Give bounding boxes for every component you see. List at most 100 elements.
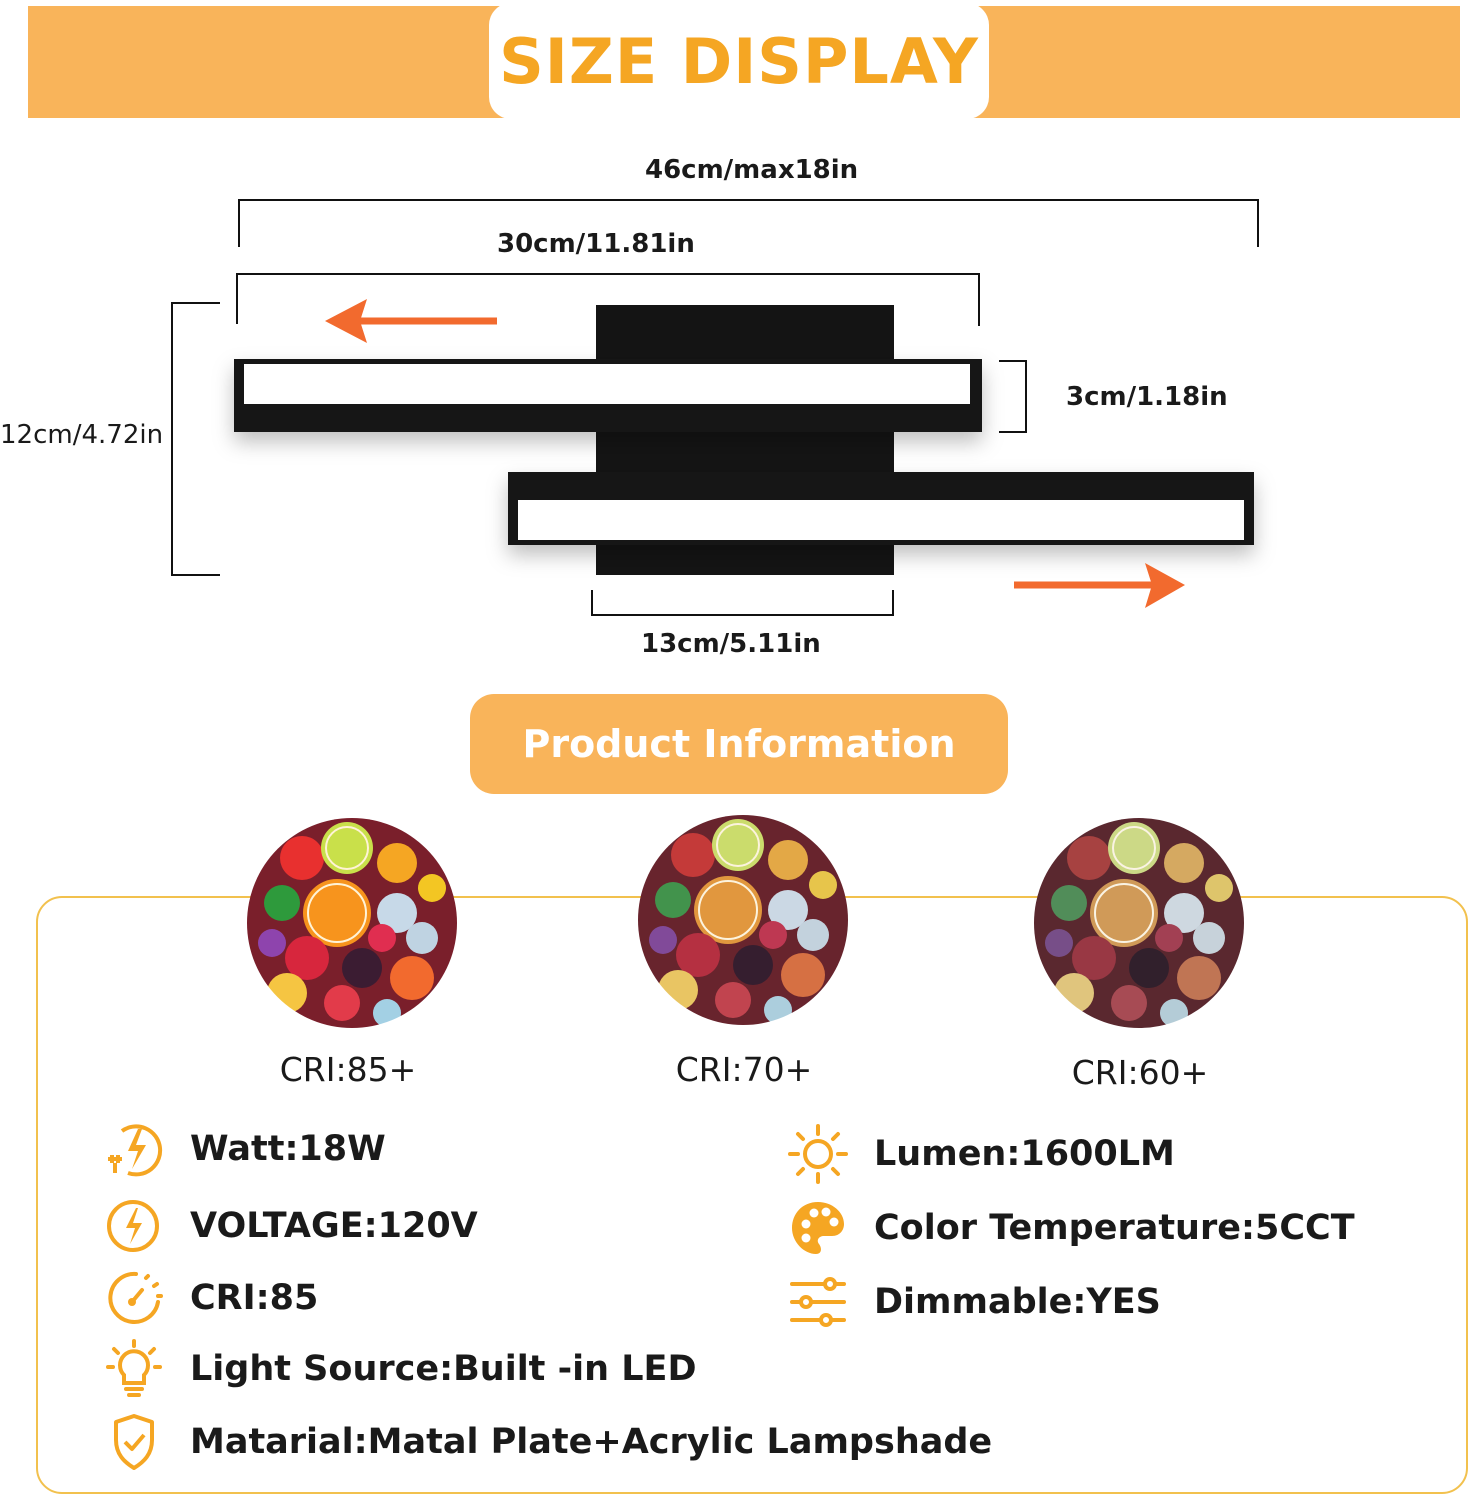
fruit-piece	[655, 882, 691, 918]
lightbulb-icon	[102, 1337, 166, 1401]
bar-width-label: 30cm/11.81in	[497, 229, 695, 259]
fruit-piece	[694, 876, 762, 944]
header-title-pill: SIZE DISPLAY	[489, 3, 989, 119]
fruit-piece	[406, 922, 438, 954]
fruit-piece	[1155, 924, 1183, 952]
fruit-piece	[715, 982, 751, 1018]
fruit-piece	[768, 840, 808, 880]
cri-sample-label: CRI:85+	[279, 1050, 417, 1089]
fruit-piece	[418, 874, 446, 902]
sun-icon	[786, 1122, 850, 1186]
cri-sample-image	[1034, 818, 1244, 1028]
spec-item-dimmable: Dimmable:YES	[786, 1270, 1161, 1334]
spec-text: Color Temperature:5CCT	[874, 1208, 1355, 1248]
fruit-piece	[759, 921, 787, 949]
citrus-ring	[698, 880, 758, 940]
fruit-piece	[285, 936, 329, 980]
fruit-piece	[280, 836, 324, 880]
fruit-collage	[1034, 818, 1244, 1028]
fruit-piece	[1205, 874, 1233, 902]
cri-sample-label: CRI:70+	[675, 1050, 813, 1089]
spec-text: Dimmable:YES	[874, 1282, 1161, 1322]
fruit-piece	[712, 819, 764, 871]
fruit-piece	[258, 929, 286, 957]
citrus-ring	[307, 883, 367, 943]
size-diagram: 46cm/max18in 30cm/11.81in 3cm/1.18in 12c…	[0, 150, 1474, 670]
fruit-piece	[264, 885, 300, 921]
citrus-ring	[716, 823, 760, 867]
fruit-piece	[342, 948, 382, 988]
spec-item-light-source: Light Source:Built -in LED	[102, 1337, 697, 1401]
spec-item-voltage: VOLTAGE:120V	[102, 1194, 478, 1258]
top-light-bar	[234, 359, 982, 432]
fruit-piece	[1045, 929, 1073, 957]
fruit-piece	[733, 945, 773, 985]
shield-check-icon	[102, 1410, 166, 1474]
fruit-piece	[768, 890, 808, 930]
fruit-piece	[1108, 822, 1160, 874]
total-width-label: 46cm/max18in	[645, 155, 859, 185]
cri-sample-label: CRI:60+	[1071, 1053, 1209, 1092]
dimension-lines	[171, 199, 1259, 616]
fruit-piece	[764, 996, 792, 1024]
fruit-piece	[1051, 885, 1087, 921]
fruit-piece	[303, 879, 371, 947]
citrus-ring	[1094, 883, 1154, 943]
base-width-label: 13cm/5.11in	[641, 629, 821, 659]
fruit-piece	[1164, 843, 1204, 883]
fruit-collage	[247, 818, 457, 1028]
fruit-piece	[324, 985, 360, 1021]
spec-text: Lumen:1600LM	[874, 1134, 1175, 1174]
citrus-ring	[1112, 826, 1156, 870]
fruit-piece	[1067, 836, 1111, 880]
citrus-ring	[325, 826, 369, 870]
fruit-piece	[1111, 985, 1147, 1021]
spec-item-cri: CRI:85	[102, 1266, 318, 1330]
product-info-pill: Product Information	[470, 694, 1008, 794]
product-info-title: Product Information	[522, 722, 956, 766]
fruit-piece	[649, 926, 677, 954]
spec-text: Matarial:Matal Plate+Acrylic Lampshade	[190, 1422, 993, 1462]
cri-sample-image	[638, 815, 848, 1025]
fruit-piece	[676, 933, 720, 977]
fruit-collage	[638, 815, 848, 1025]
fruit-piece	[658, 970, 698, 1010]
fruit-piece	[267, 973, 307, 1013]
bottom-light-bar	[508, 472, 1254, 545]
fruit-piece	[1054, 973, 1094, 1013]
fruit-piece	[797, 919, 829, 951]
fruit-piece	[377, 893, 417, 933]
fruit-piece	[373, 999, 401, 1027]
total-height-label: 12cm/4.72in	[0, 420, 164, 450]
fruit-piece	[1177, 956, 1221, 1000]
arrow-left-icon	[325, 299, 497, 343]
fruit-piece	[377, 843, 417, 883]
spec-item-lumen: Lumen:1600LM	[786, 1122, 1175, 1186]
fruit-piece	[809, 871, 837, 899]
fruit-piece	[1160, 999, 1188, 1027]
plug-bolt-icon	[102, 1117, 166, 1181]
fruit-piece	[1090, 879, 1158, 947]
spec-item-watt: Watt:18W	[102, 1117, 386, 1181]
spec-text: VOLTAGE:120V	[190, 1206, 478, 1246]
arrow-right-icon	[1014, 563, 1185, 608]
fruit-piece	[1164, 893, 1204, 933]
fruit-piece	[321, 822, 373, 874]
spec-item-material: Matarial:Matal Plate+Acrylic Lampshade	[102, 1410, 992, 1474]
cri-sample-image	[247, 818, 457, 1028]
voltage-bolt-icon	[102, 1194, 166, 1258]
spec-item-color-temperature: Color Temperature:5CCT	[786, 1196, 1355, 1260]
page-title: SIZE DISPLAY	[499, 24, 979, 98]
fruit-piece	[1129, 948, 1169, 988]
fruit-piece	[671, 833, 715, 877]
gauge-icon	[102, 1266, 166, 1330]
lamp-drawing	[171, 199, 1259, 616]
fruit-piece	[781, 953, 825, 997]
palette-icon	[786, 1196, 850, 1260]
spec-text: Watt:18W	[190, 1129, 386, 1169]
sliders-icon	[786, 1270, 850, 1334]
fruit-piece	[1193, 922, 1225, 954]
fruit-piece	[368, 924, 396, 952]
fruit-piece	[390, 956, 434, 1000]
bar-height-label: 3cm/1.18in	[1066, 382, 1228, 412]
